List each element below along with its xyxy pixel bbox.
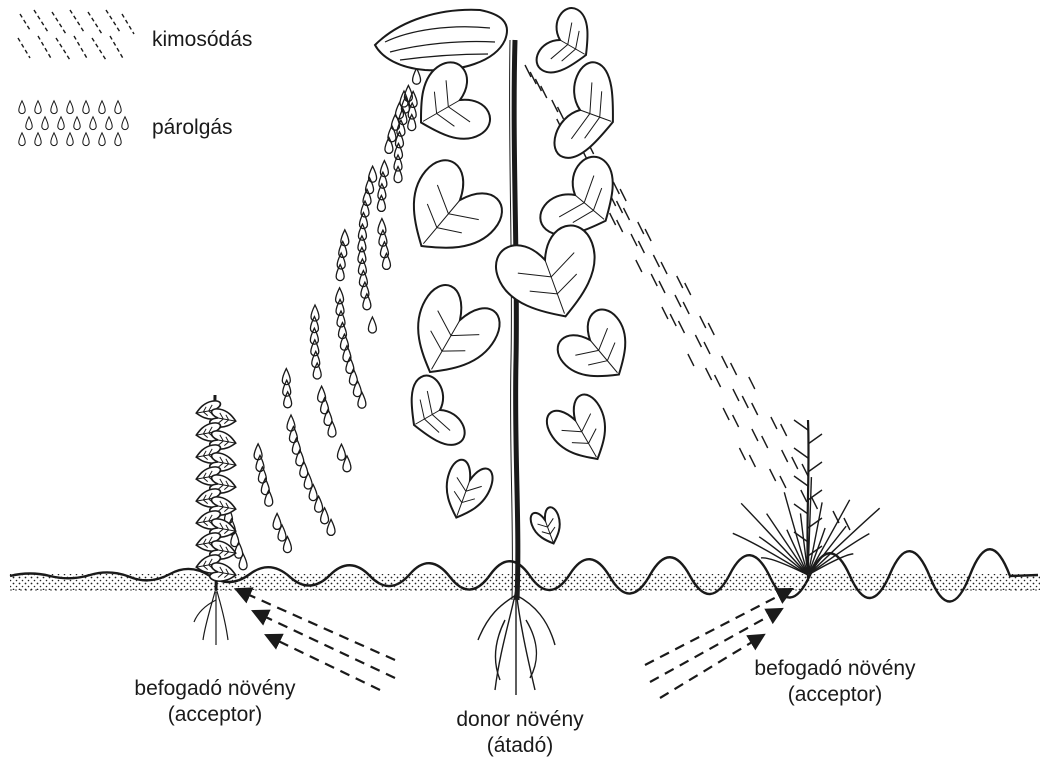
sunflower-head [375, 10, 507, 70]
evaporation-legend-label: párolgás [152, 116, 233, 140]
donor-label-line2: (átadó) [420, 733, 620, 759]
leaching-legend-label: kimosódás [152, 28, 252, 52]
right-acceptor-label-line2: (acceptor) [730, 682, 940, 708]
left-acceptor-label-line2: (acceptor) [110, 702, 320, 728]
evaporation-legend-icon [19, 101, 128, 146]
donor-roots [478, 590, 555, 695]
leaching-legend-icon [18, 10, 134, 60]
evaporation-drops [225, 68, 421, 570]
root-exudation-arrows [238, 590, 790, 698]
donor-label-line1: donor növény [420, 707, 620, 733]
right-acceptor-label-line1: befogadó növény [730, 656, 940, 682]
left-acceptor-label: befogadó növény (acceptor) [110, 676, 320, 728]
right-acceptor-plant [733, 420, 880, 578]
donor-label: donor növény (átadó) [420, 707, 620, 759]
left-acceptor-label-line1: befogadó növény [110, 676, 320, 702]
soil-layer [10, 549, 1040, 601]
right-acceptor-label: befogadó növény (acceptor) [730, 656, 940, 708]
